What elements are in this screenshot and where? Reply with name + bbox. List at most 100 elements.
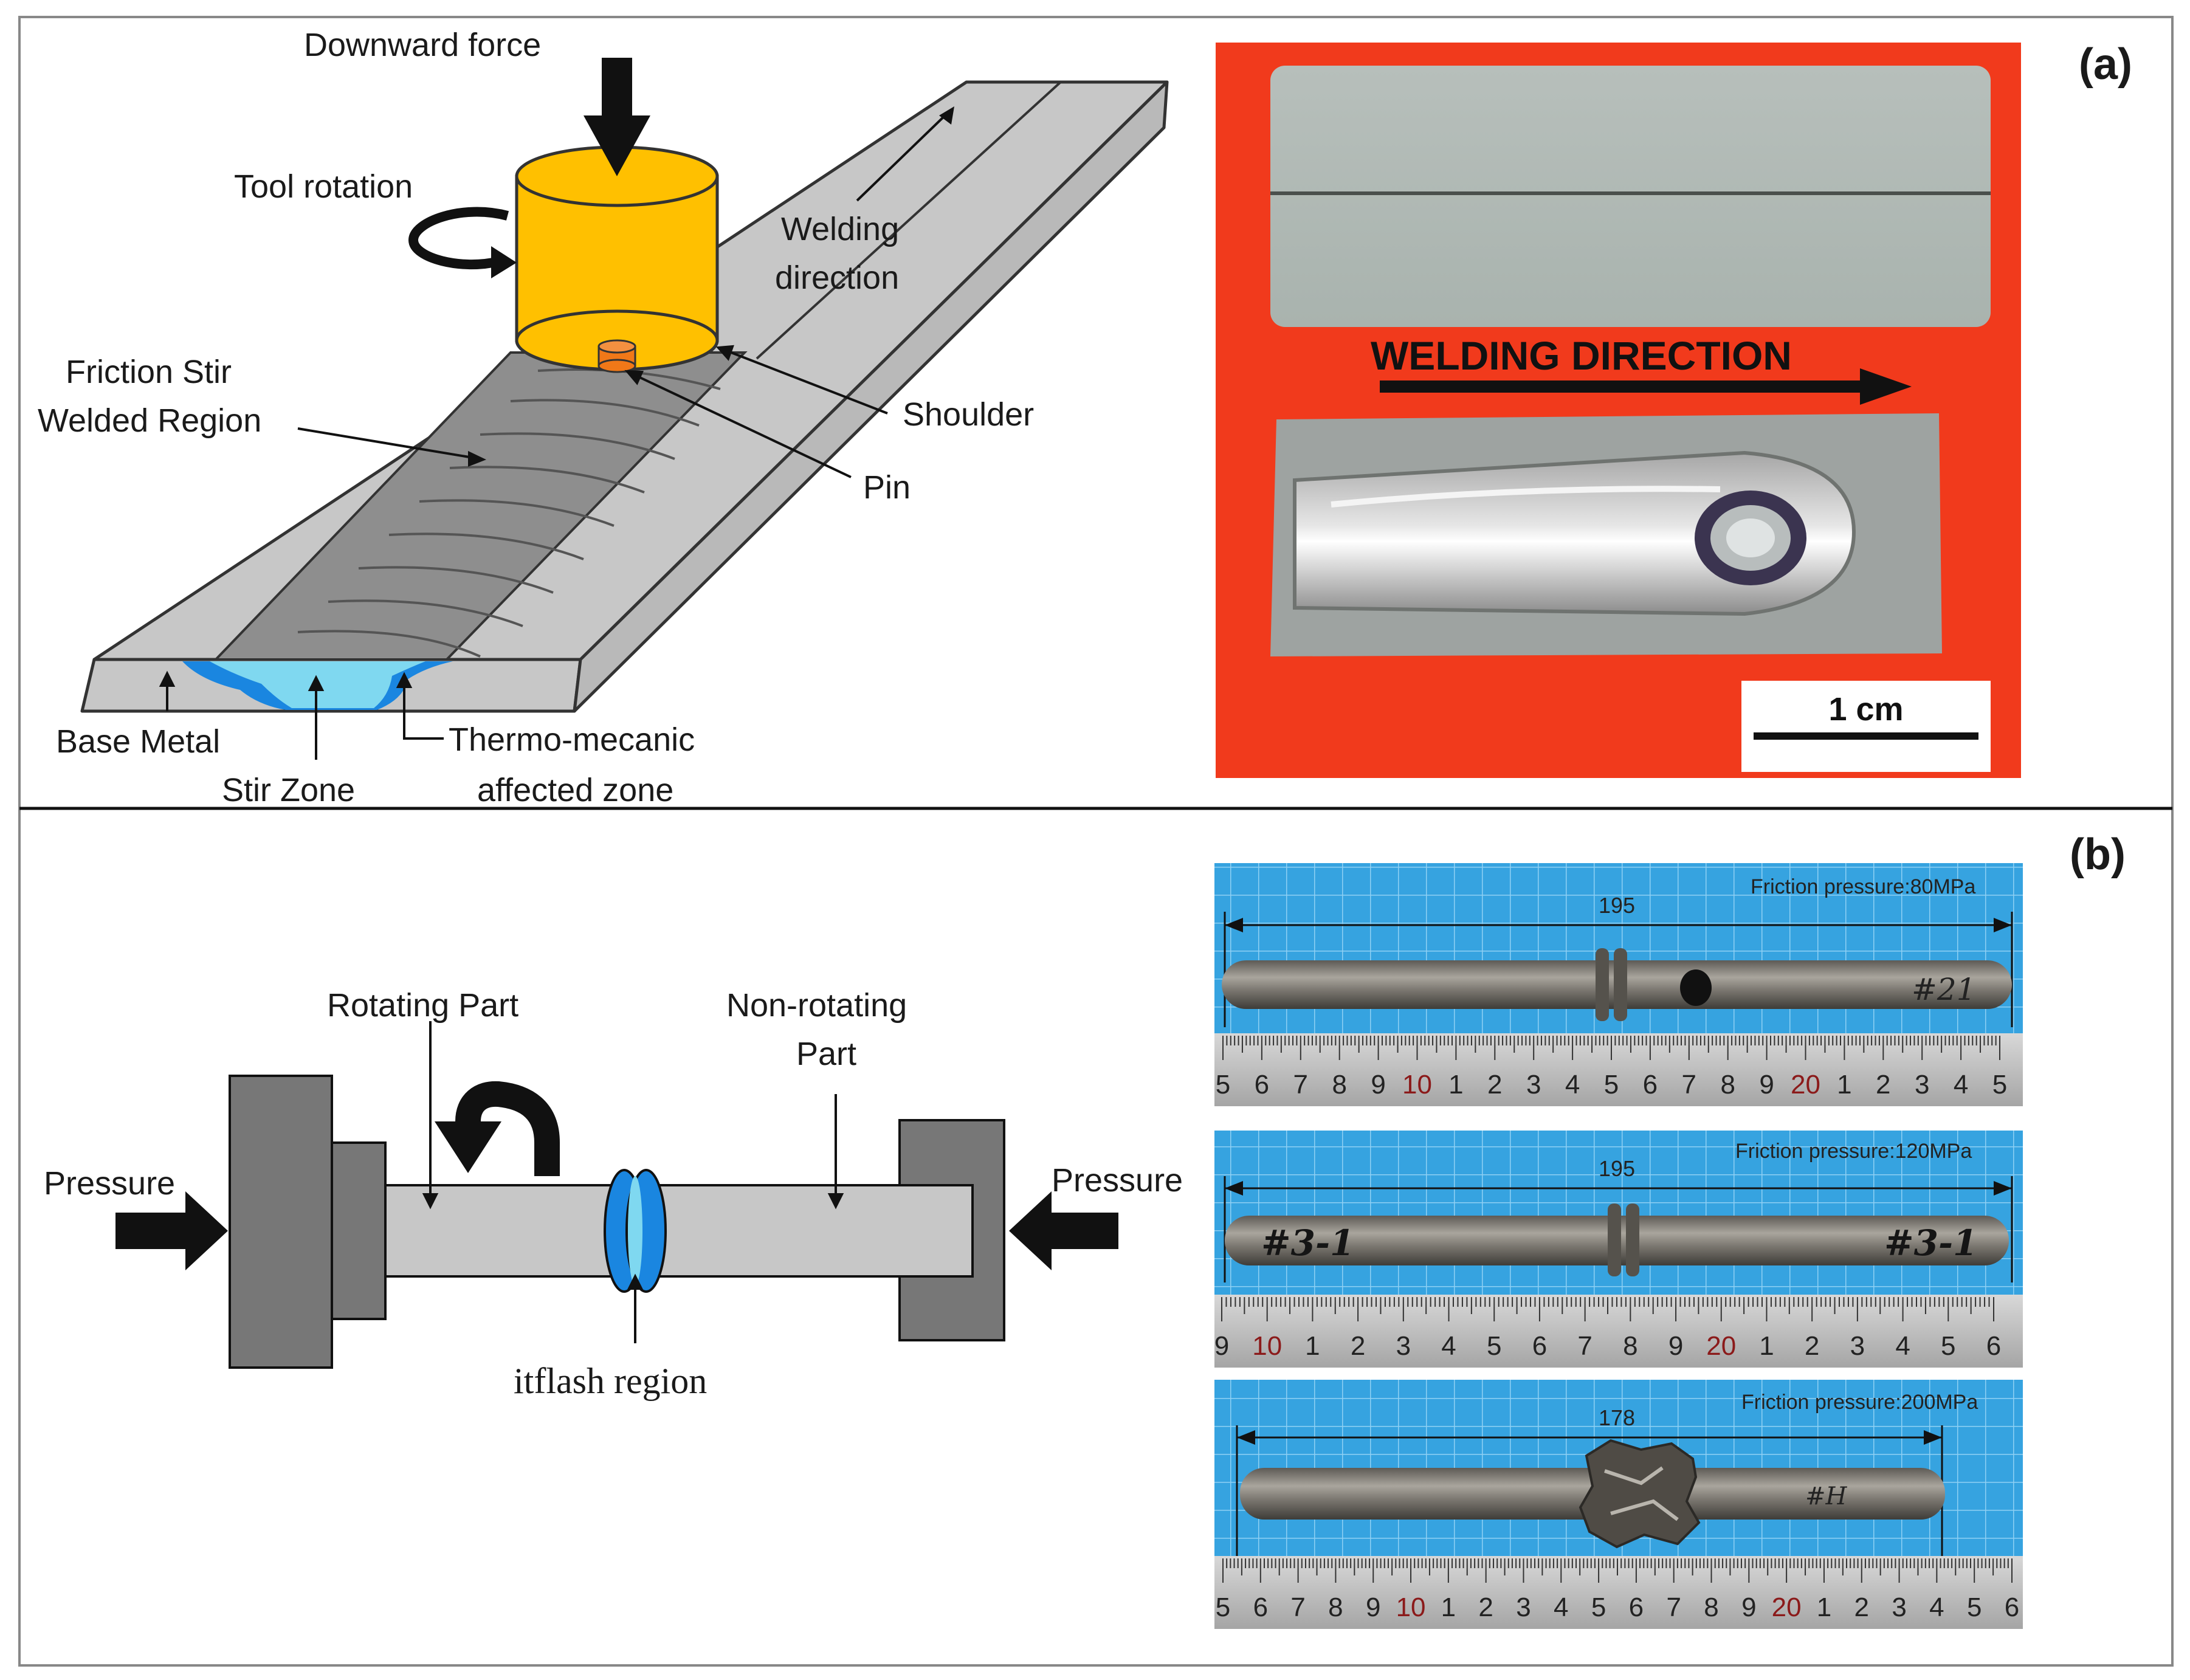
label-tool-rotation: Tool rotation [234, 168, 413, 205]
schematic-a-labels: Downward force Tool rotation Welding dir… [38, 27, 1034, 808]
ruler-number: 4 [1441, 1331, 1456, 1361]
ruler-number: 7 [1290, 1592, 1305, 1622]
weld-band [213, 351, 748, 661]
ruler-number: 5 [1967, 1592, 1982, 1622]
label-non-rotating-1: Non-rotating [726, 987, 907, 1024]
ruler-number: 6 [1986, 1331, 2001, 1361]
ruler-number: 4 [1554, 1592, 1568, 1622]
length-195-b: 195 [1599, 1156, 1635, 1181]
friction-pressure-200: Friction pressure:200MPa [1741, 1391, 1978, 1414]
plate-side [573, 80, 1169, 713]
ruler-number: 3 [1892, 1592, 1906, 1622]
ruler-number: 3 [1516, 1592, 1531, 1622]
ruler-number: 6 [1253, 1592, 1268, 1622]
ruler-number: 1 [1837, 1070, 1851, 1100]
ruler-number: 1 [1305, 1331, 1320, 1361]
mark-3-1-right: #3-1 [1884, 1222, 1977, 1264]
flash-burr [1579, 1439, 1701, 1549]
ruler-number: 8 [1704, 1592, 1718, 1622]
ruler-number: 8 [1328, 1592, 1343, 1622]
label-shoulder: Shoulder [903, 396, 1034, 433]
ruler-number: 6 [1643, 1070, 1658, 1100]
ruler-number: 3 [1526, 1070, 1541, 1100]
ruler-number: 1 [1448, 1070, 1463, 1100]
ruler-number: 9 [1668, 1331, 1683, 1361]
ruler-number: 10 [1402, 1070, 1432, 1100]
schematic-b-labels: Rotating Part Non-rotating Part Pressure… [44, 987, 1183, 1401]
label-pin: Pin [863, 469, 911, 506]
leader-lines-b [422, 1021, 844, 1343]
label-stir-zone: Stir Zone [222, 772, 355, 808]
exit-hole [1695, 491, 1806, 585]
friction-weld-schematic: Rotating Part Non-rotating Part Pressure… [44, 987, 1183, 1401]
left-chuck [229, 1075, 333, 1369]
scale-bar: 1 cm [1741, 681, 1991, 772]
label-flash-region: itflash region [514, 1361, 707, 1401]
ruler-number: 6 [1532, 1331, 1547, 1361]
label-rotating-part: Rotating Part [327, 987, 518, 1024]
ruler-number: 1 [1759, 1331, 1774, 1361]
mark-3-1-left: #3-1 [1261, 1222, 1354, 1264]
ruler-number: 2 [1478, 1592, 1493, 1622]
ruler-number: 9 [1214, 1331, 1229, 1361]
ruler-number: 2 [1805, 1331, 1819, 1361]
ruler-number: 3 [1850, 1331, 1865, 1361]
ruler-number: 5 [1216, 1592, 1230, 1622]
panel-b-tag: (b) [2070, 830, 2126, 879]
panel-a-tag: (a) [2079, 40, 2132, 89]
ruler-number: 2 [1854, 1592, 1869, 1622]
photo-direction-arrow [1380, 368, 1912, 405]
ruler-number: 4 [1565, 1070, 1580, 1100]
label-tmaz-1: Thermo-mecanic [449, 721, 695, 758]
mark-21: #21 [1912, 972, 1976, 1007]
mark-h: #H [1805, 1482, 1848, 1510]
ruler-number: 4 [1895, 1331, 1910, 1361]
unwelded-plates [1270, 66, 1991, 327]
label-fsw-region-1: Friction Stir [66, 354, 232, 390]
ruler-number: 4 [1954, 1070, 1968, 1100]
label-tmaz-2: affected zone [477, 772, 673, 808]
flash-region [604, 1169, 667, 1293]
ruler-number: 20 [1772, 1592, 1802, 1622]
ruler-number: 5 [1487, 1331, 1501, 1361]
ruler-number: 9 [1366, 1592, 1380, 1622]
ruler-number: 5 [1591, 1592, 1606, 1622]
label-non-rotating-2: Part [796, 1036, 856, 1072]
leader-lines [159, 345, 888, 760]
label-downward-force: Downward force [304, 27, 541, 63]
scale-bar-label: 1 cm [1828, 691, 1903, 728]
ruler-number: 7 [1682, 1070, 1696, 1100]
specimen-photo-120mpa: Friction pressure:120MPa 195 #3-1 #3-1 9… [1214, 1131, 2023, 1368]
label-pressure-right: Pressure [1052, 1162, 1183, 1199]
ruler-number: 8 [1332, 1070, 1346, 1100]
ruler-number: 8 [1720, 1070, 1735, 1100]
ruler-number: 9 [1371, 1070, 1385, 1100]
photo-welding-direction: WELDING DIRECTION [1371, 333, 1792, 378]
ruler-number: 2 [1876, 1070, 1890, 1100]
ruler-number: 1 [1817, 1592, 1831, 1622]
ruler-number: 5 [1216, 1070, 1230, 1100]
ruler-number: 4 [1929, 1592, 1944, 1622]
ruler-number: 3 [1915, 1070, 1929, 1100]
ruler-number: 7 [1293, 1070, 1308, 1100]
friction-pressure-120: Friction pressure:120MPa [1735, 1140, 1972, 1163]
ruler-number: 2 [1487, 1070, 1502, 1100]
non-rotating-part [652, 1184, 974, 1278]
ruler-number: 5 [1941, 1331, 1955, 1361]
tool-rotation-icon [408, 207, 517, 278]
figure-frame [18, 16, 2174, 1667]
ruler-number: 5 [1604, 1070, 1619, 1100]
length-178: 178 [1599, 1405, 1635, 1430]
ruler-number: 6 [1255, 1070, 1269, 1100]
rotating-part [384, 1184, 618, 1278]
ruler-number: 5 [1992, 1070, 2007, 1100]
panel-b: (b) [44, 830, 2126, 1629]
ruler-number: 10 [1396, 1592, 1426, 1622]
label-welding-direction-1: Welding [781, 211, 899, 247]
welding-direction-arrow [856, 106, 954, 202]
ruler-number: 1 [1441, 1592, 1456, 1622]
